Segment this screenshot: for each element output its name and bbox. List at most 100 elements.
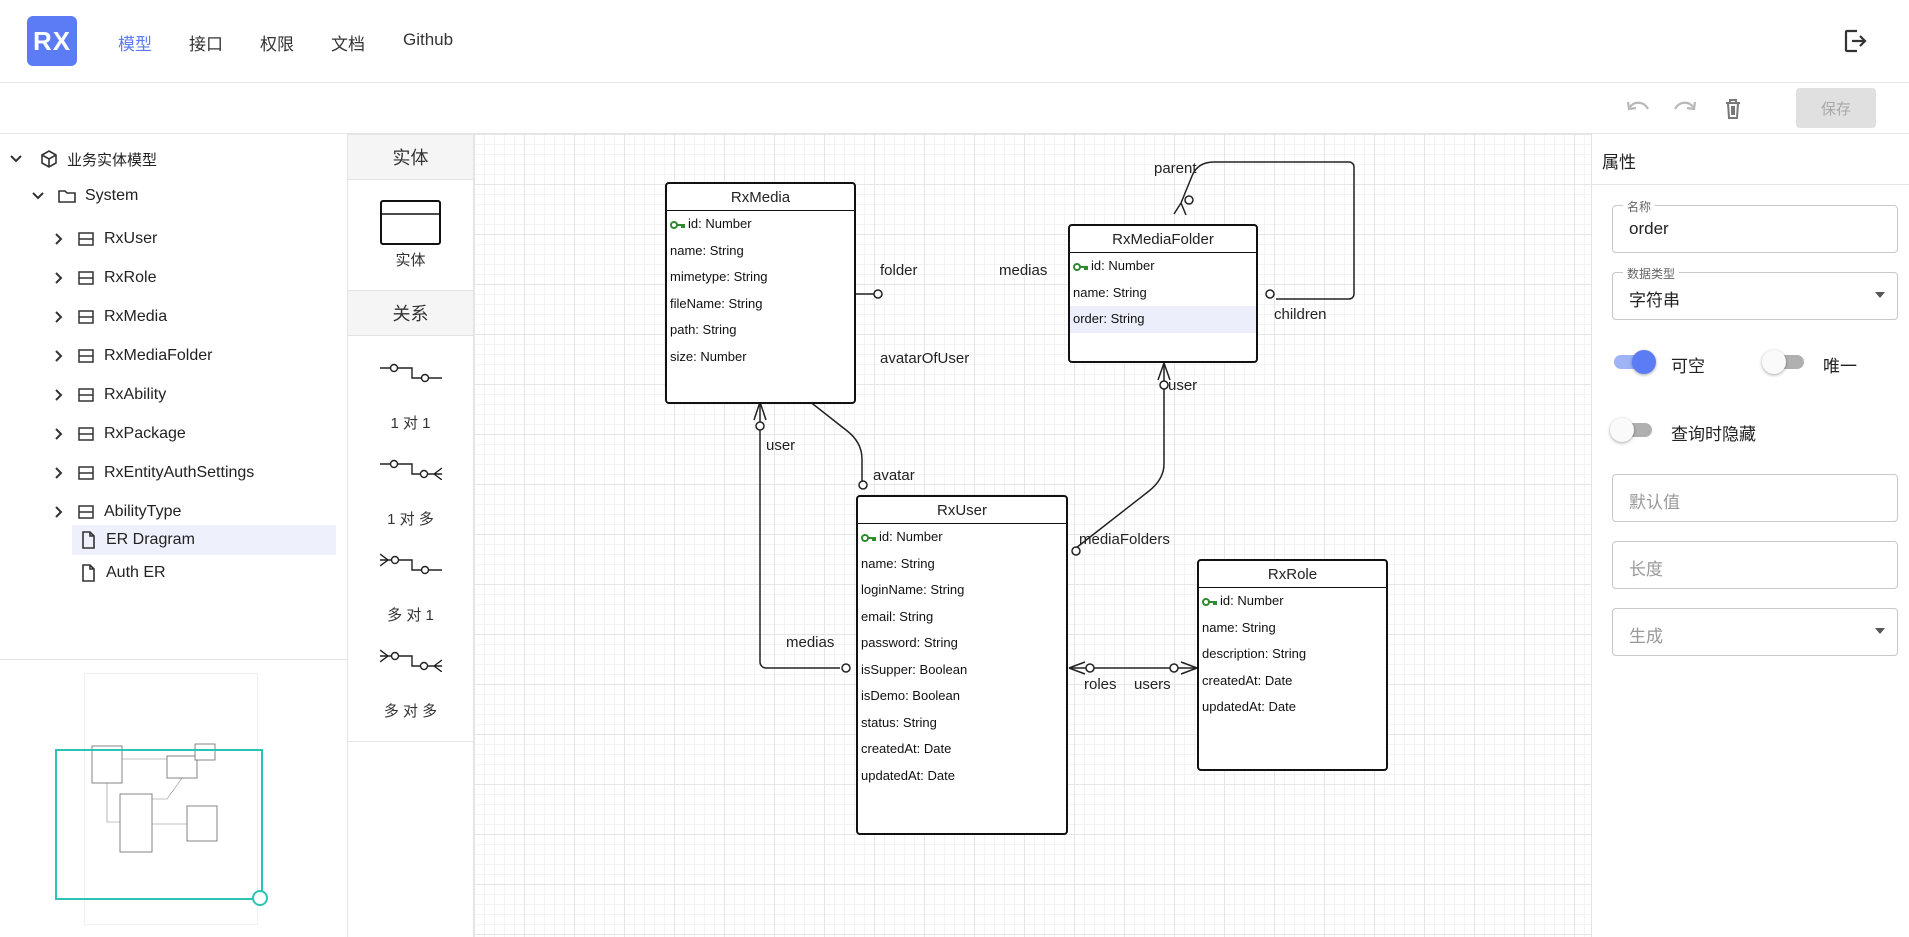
entity-attr[interactable]: mimetype: String: [670, 269, 768, 284]
tree-entity-rxpackage[interactable]: RxPackage: [48, 419, 186, 449]
edge-label-user-medias[interactable]: medias: [786, 634, 835, 651]
edge-label-children[interactable]: children: [1274, 306, 1327, 323]
entity-attr-selected[interactable]: order: String: [1070, 306, 1256, 333]
name-field-value[interactable]: order: [1629, 219, 1669, 238]
chevron-right-icon[interactable]: [48, 384, 70, 406]
entity-attr[interactable]: email: String: [861, 608, 934, 624]
entity-rxrole[interactable]: RxRole id: Number name: String descripti…: [1197, 559, 1388, 771]
tree-package-system[interactable]: System: [27, 181, 138, 211]
edge-label-avatar[interactable]: avatar: [873, 467, 915, 484]
entity-attr[interactable]: createdAt: Date: [861, 741, 952, 756]
er-diagram-canvas[interactable]: RxMedia id: Number name: String mimetype…: [474, 134, 1591, 937]
tree-entity-rxrole[interactable]: RxRole: [48, 263, 156, 293]
undo-icon[interactable]: [1624, 95, 1652, 123]
tree-entity-rxentityauthsettings[interactable]: RxEntityAuthSettings: [48, 458, 254, 488]
data-type-select[interactable]: 数据类型 字符串: [1612, 265, 1898, 320]
entity-attr[interactable]: updatedAt: Date: [1202, 699, 1296, 714]
entity-attr[interactable]: fileName: String: [670, 295, 763, 311]
chevron-right-icon[interactable]: [48, 345, 70, 367]
tree-entity-label: RxEntityAuthSettings: [104, 464, 255, 481]
unique-switch[interactable]: [1762, 349, 1808, 374]
tree-entity-abilitytype[interactable]: AbilityType: [48, 497, 181, 527]
tree-entity-rxability[interactable]: RxAbility: [48, 380, 166, 410]
chevron-right-icon[interactable]: [48, 306, 70, 328]
length-input[interactable]: 长度: [1612, 541, 1898, 589]
app-logo[interactable]: RX: [27, 16, 77, 66]
edge-label-parent[interactable]: parent: [1154, 160, 1197, 177]
tree-diagram-er[interactable]: ER Dragram: [72, 525, 336, 555]
tree-entity-rxuser[interactable]: RxUser: [48, 224, 157, 254]
edge-label-avatar-of-user[interactable]: avatarOfUser: [880, 350, 970, 367]
generate-select[interactable]: 生成: [1612, 608, 1898, 656]
default-value-input[interactable]: 默认值: [1612, 474, 1898, 522]
entity-attr[interactable]: description: String: [1202, 646, 1307, 661]
dropdown-arrow-icon[interactable]: [1875, 292, 1885, 298]
entity-attr[interactable]: status: String: [861, 714, 937, 730]
tree-entity-rxmedia[interactable]: RxMedia: [48, 302, 167, 332]
data-type-value[interactable]: 字符串: [1629, 291, 1680, 310]
save-button[interactable]: 保存: [1796, 88, 1876, 128]
entity-attr[interactable]: id: Number: [667, 211, 854, 238]
entity-attr[interactable]: isDemo: Boolean: [861, 688, 960, 703]
tree-root[interactable]: 业务实体模型: [5, 144, 157, 174]
edge-label-media-folders[interactable]: mediaFolders: [1079, 531, 1170, 548]
hide-on-query-switch[interactable]: [1610, 417, 1656, 442]
chevron-down-icon[interactable]: [5, 148, 27, 170]
entity-attr[interactable]: name: String: [861, 555, 935, 571]
entity-attr[interactable]: loginName: String: [861, 582, 965, 597]
entity-title[interactable]: RxRole: [1199, 561, 1386, 588]
entity-attr[interactable]: path: String: [670, 322, 737, 337]
entity-attr[interactable]: updatedAt: Date: [861, 767, 955, 783]
entity-attr[interactable]: name: String: [1202, 619, 1276, 635]
edge-label-users[interactable]: users: [1134, 676, 1171, 693]
logout-icon[interactable]: [1840, 26, 1870, 56]
nav-api[interactable]: 接口: [189, 35, 223, 54]
entity-title[interactable]: RxMediaFolder: [1070, 226, 1256, 253]
minimap-viewport[interactable]: [55, 749, 263, 900]
chevron-right-icon[interactable]: [48, 462, 70, 484]
chevron-right-icon[interactable]: [48, 267, 70, 289]
entity-attr[interactable]: name: String: [670, 242, 744, 258]
nav-github[interactable]: Github: [403, 30, 454, 49]
edge-label-roles[interactable]: roles: [1084, 676, 1117, 693]
edge-label-medias[interactable]: medias: [999, 262, 1048, 279]
entity-rxuser[interactable]: RxUser id: Number name: String loginName…: [856, 495, 1068, 835]
tree-entity-rxmediafolder[interactable]: RxMediaFolder: [48, 341, 212, 371]
entity-attr[interactable]: id: Number: [1199, 588, 1386, 615]
entity-attr[interactable]: name: String: [1073, 284, 1147, 300]
name-field[interactable]: 名称 order: [1612, 198, 1898, 253]
chevron-right-icon[interactable]: [48, 423, 70, 445]
entity-title[interactable]: RxMedia: [667, 184, 854, 211]
chevron-down-icon[interactable]: [27, 185, 49, 207]
entity-rxmedia[interactable]: RxMedia id: Number name: String mimetype…: [665, 182, 856, 404]
entity-attr[interactable]: isSupper: Boolean: [861, 661, 968, 677]
nav-model[interactable]: 模型: [118, 35, 152, 54]
relation-many-to-many-icon[interactable]: [380, 648, 442, 672]
dropdown-arrow-icon[interactable]: [1875, 628, 1885, 634]
entity-attr[interactable]: size: Number: [670, 348, 747, 364]
nullable-switch[interactable]: [1610, 349, 1656, 374]
entity-attr[interactable]: id: Number: [1070, 253, 1256, 280]
edge-label-media-user[interactable]: user: [766, 437, 796, 454]
relation-one-to-one-icon[interactable]: [380, 360, 442, 384]
relation-many-to-one-icon[interactable]: [380, 552, 442, 576]
chevron-right-icon[interactable]: [48, 228, 70, 250]
edge-label-folder[interactable]: folder: [880, 262, 918, 279]
entity-rxmediafolder[interactable]: RxMediaFolder id: Number name: String or…: [1068, 224, 1258, 363]
relation-one-to-many-icon[interactable]: [380, 456, 442, 480]
entity-attr[interactable]: id: Number: [858, 524, 1066, 551]
redo-icon[interactable]: [1671, 95, 1699, 123]
tree-diagram-auth[interactable]: Auth ER: [72, 558, 166, 588]
data-type-legend: 数据类型: [1623, 265, 1680, 282]
entity-shape-icon[interactable]: [380, 200, 442, 246]
nav-auth[interactable]: 权限: [260, 35, 294, 54]
nav-docs[interactable]: 文档: [331, 35, 365, 54]
entity-attr[interactable]: createdAt: Date: [1202, 672, 1293, 688]
chevron-right-icon[interactable]: [48, 501, 70, 523]
entity-attr[interactable]: password: String: [861, 635, 958, 650]
entity-title[interactable]: RxUser: [858, 497, 1066, 524]
edge-label-folder-user[interactable]: user: [1168, 377, 1198, 394]
trash-icon[interactable]: [1719, 95, 1747, 123]
minimap[interactable]: [0, 661, 347, 937]
minimap-resize-handle[interactable]: [252, 890, 268, 906]
